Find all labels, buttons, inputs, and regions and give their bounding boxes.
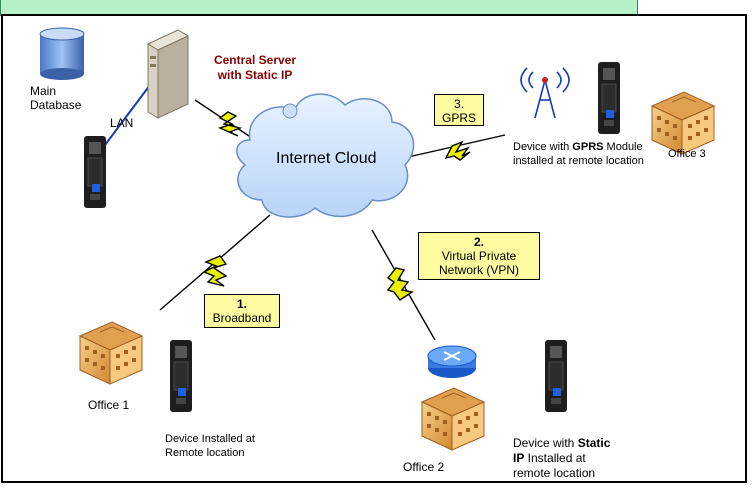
office2-building-icon: [421, 387, 485, 451]
vpn-badge-line1: Virtual Private: [441, 249, 517, 263]
link-cloud-office1: [159, 214, 271, 311]
server-label: Central Server with Static IP: [200, 53, 310, 83]
office3-label: Office 3: [668, 148, 706, 160]
link-cloud-office2: [371, 229, 436, 341]
database-label: Main Database: [30, 84, 81, 112]
gprs-badge-text: GPRS: [441, 111, 476, 125]
device-static-icon: [544, 339, 568, 413]
broadband-badge: 1. Broadband: [204, 294, 280, 328]
diagram-frame: [1, 14, 747, 483]
link-cloud-gprs: [394, 134, 506, 161]
lan-label: LAN: [110, 116, 134, 130]
device-lan-icon: [83, 135, 107, 209]
internet-cloud: [236, 93, 415, 218]
device-office1-icon: [169, 339, 193, 413]
gprs-badge-number: 3.: [453, 97, 464, 111]
office1-label: Office 1: [88, 398, 130, 412]
server-label-line2: with Static IP: [217, 68, 293, 82]
database-label-line1: Main: [30, 84, 57, 98]
server-label-line1: Central Server: [213, 53, 297, 67]
broadband-badge-text: Broadband: [212, 311, 272, 325]
lan-link: [104, 84, 151, 146]
device-gprs-icon: [597, 61, 621, 135]
server-icon: [146, 29, 190, 119]
database-icon: [39, 27, 85, 80]
vpn-badge-number: 2.: [473, 235, 484, 249]
office3-building-icon: [651, 91, 715, 155]
vpn-badge: 2. Virtual Private Network (VPN): [418, 232, 540, 280]
cloud-bubble: [282, 103, 298, 119]
device-gprs-label: Device with GPRS Module installed at rem…: [513, 141, 644, 167]
antenna-icon: [520, 67, 570, 119]
cloud-label: Internet Cloud: [276, 150, 377, 167]
broadband-badge-number: 1.: [236, 297, 247, 311]
database-label-line2: Database: [30, 98, 82, 112]
vpn-badge-line2: Network (VPN): [438, 263, 519, 277]
office1-building-icon: [79, 321, 143, 385]
device-remote-label: Device Installed at Remote location: [165, 433, 255, 459]
office2-label: Office 2: [403, 460, 445, 474]
device-static-label: Device with Static IP Installed at remot…: [513, 436, 611, 480]
router-icon: [427, 345, 477, 378]
link-server-cloud: [194, 99, 256, 141]
gprs-badge: 3. GPRS: [434, 94, 484, 126]
